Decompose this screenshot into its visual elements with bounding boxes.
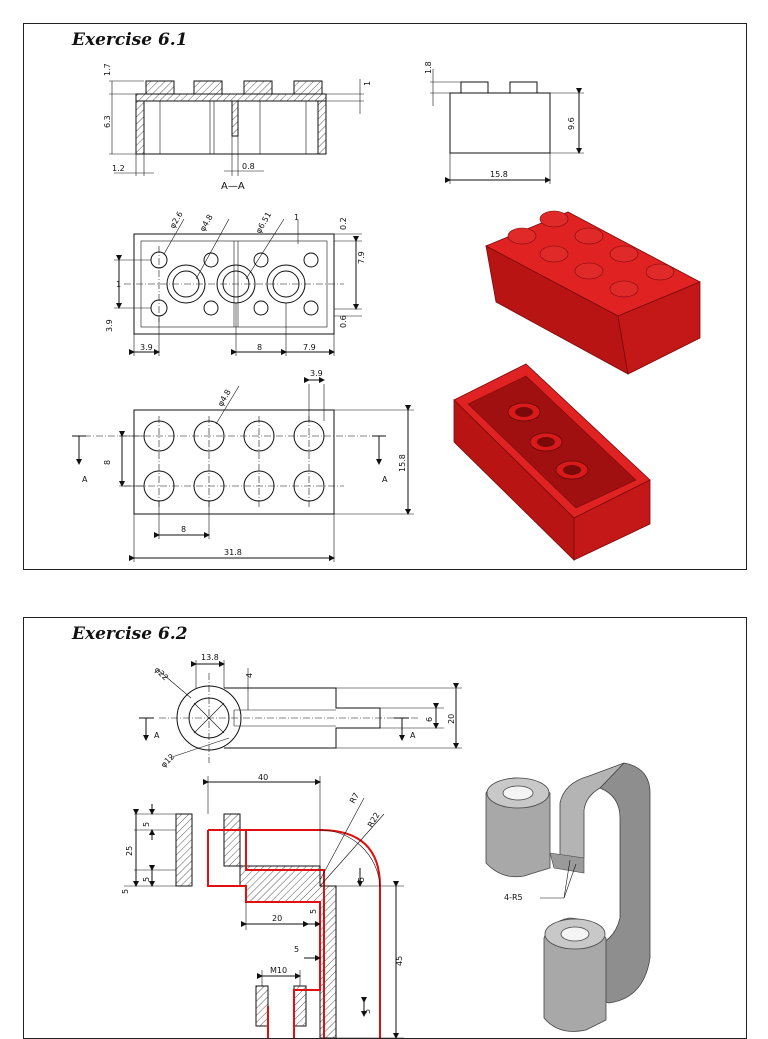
dim-phi-6-51: φ6.51 [254,211,273,235]
dim-5-f: 5 [294,945,299,954]
brick-isometric-bottom [453,363,651,561]
exercise-6-2-drawing: 13.8 φ22 4 A A 6 20 φ12 [121,653,651,1038]
dim-0-6: 0.6 [339,315,348,328]
dim-r7: R7 [348,791,361,805]
dim-0-8: 0.8 [242,162,255,171]
brick-isometric-top [485,210,701,375]
dim-13-8: 13.8 [201,653,219,662]
dim-15-8-side: 15.8 [490,170,508,179]
dim-9-6: 9.6 [567,117,576,130]
cut-label-a-left-2: A [154,731,160,740]
dim-20-section: 20 [272,914,282,923]
dim-phi-12: φ12 [159,752,176,769]
dim-6-3: 6.3 [103,115,112,128]
cut-label-a-left: A [82,475,88,484]
section-view-bracket [124,776,404,1038]
cut-label-a-right: A [382,475,388,484]
dim-6: 6 [425,717,434,722]
bracket-isometric [485,762,651,1032]
dim-5-c: 5 [121,889,130,894]
dim-5-b: 5 [142,877,151,882]
dim-1: 1 [363,81,372,86]
cut-label-a-right-2: A [410,731,416,740]
side-view [430,69,584,184]
section-view [109,79,364,176]
dim-15-8-top: 15.8 [398,454,407,472]
dim-0-2: 0.2 [339,217,348,230]
exercise-6-2-title: Exercise 6.2 [72,624,188,644]
dim-3-9-bottom: 3.9 [140,343,153,352]
dim-1-left: 1 [116,280,121,289]
dim-31-8: 31.8 [224,548,242,557]
dim-8-bottom: 8 [257,343,262,352]
dim-25: 25 [125,846,134,856]
section-label: A—A [221,181,245,192]
dim-7-9-right: 7.9 [357,251,366,264]
dim-40: 40 [258,773,268,782]
dim-5-g: 5 [363,1009,372,1014]
dim-1-bottom: 1 [294,213,299,222]
top-view [72,377,414,562]
dim-8-bottom-top: 8 [181,525,186,534]
dim-1-2: 1.2 [112,164,125,173]
top-view-bracket [139,660,462,763]
dim-5-d: 5 [357,877,366,882]
dim-5-a: 5 [142,822,151,827]
exercise-6-1-title: Exercise 6.1 [72,30,188,50]
dim-m10: M10 [270,966,287,975]
dim-45: 45 [395,956,404,966]
exercise-6-2-panel: Exercise 6.2 [23,617,747,1039]
dim-phi-22: φ22 [153,665,170,682]
exercise-6-1-drawing: 1.7 6.3 1.2 0.8 1 A—A 1.8 9.6 15.8 [72,61,701,562]
dim-4: 4 [245,673,254,678]
dim-r22: R22 [366,811,382,829]
callout-bg [500,890,540,904]
dim-1-7: 1.7 [103,63,112,76]
dim-3-9-left: 3.9 [105,319,114,332]
dim-phi-4-8-bottom: φ4.8 [198,213,215,233]
callout-4-r5: 4-R5 [504,893,523,902]
dim-8-left: 8 [103,460,112,465]
exercise-6-1-panel: Exercise 6.1 [23,23,747,570]
dim-3-9-top: 3.9 [310,369,323,378]
dim-phi-4-8-top: φ4.8 [216,388,233,408]
bottom-view [114,218,362,356]
dim-1-8: 1.8 [424,61,433,74]
dim-7-9-bottom: 7.9 [303,343,316,352]
dim-phi-2-6: φ2.6 [168,210,185,230]
dim-20-top: 20 [447,714,456,724]
dim-5-e: 5 [309,909,318,914]
